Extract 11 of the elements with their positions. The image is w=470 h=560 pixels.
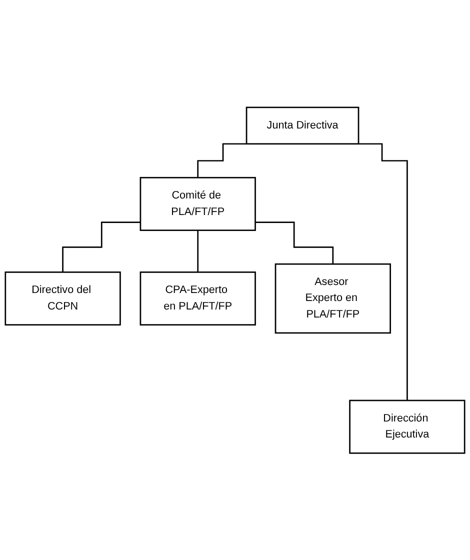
node-box: CPA-Experto en PLA/FT/FP [140,271,256,326]
node-box: Dirección Ejecutiva [349,400,466,454]
node-box: Directivo del CCPN [4,271,121,326]
node-box: Asesor Experto en PLA/FT/FP [274,263,391,334]
connector [255,221,334,264]
connector [62,221,140,273]
connector [197,142,248,178]
node-box: Junta Directiva [246,106,360,144]
connector [356,142,408,401]
connector [197,229,199,273]
node-box: Comité de PLA/FT/FP [140,176,256,231]
